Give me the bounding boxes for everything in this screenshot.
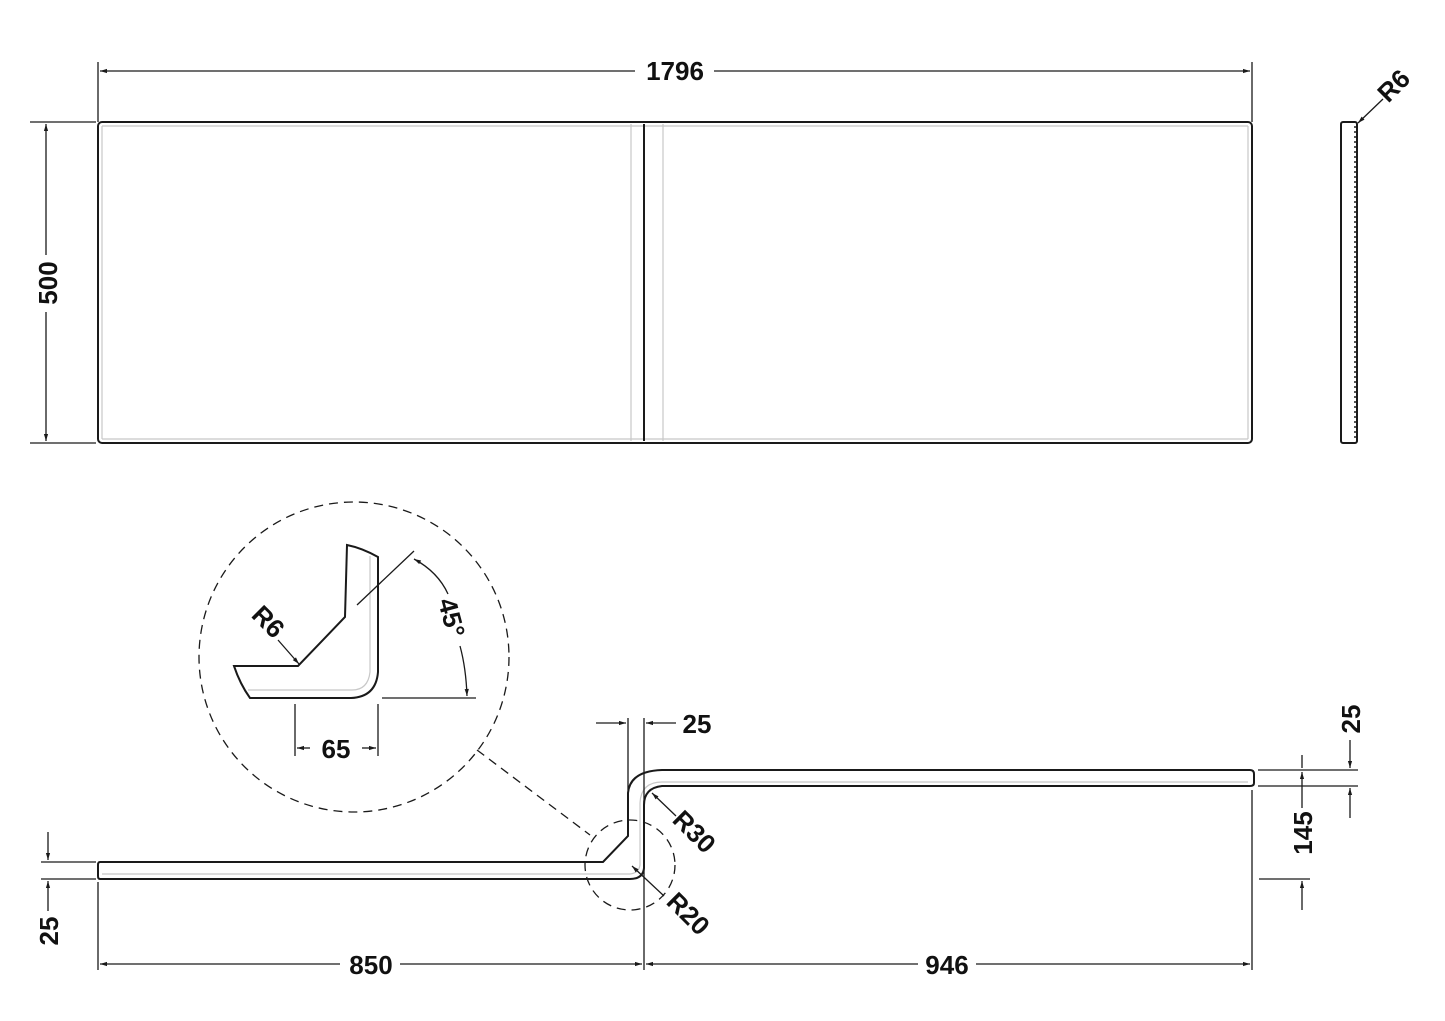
leader-r6-detail	[277, 639, 300, 665]
panel-side-outline	[1340, 121, 1358, 444]
angle-arc-upper	[413, 558, 449, 595]
detail-view: 45° R6 65	[198, 501, 591, 836]
panel-front-outline	[97, 121, 1253, 444]
dimension-label-detail-radius: R6	[246, 599, 291, 644]
angle-reference-line	[356, 550, 415, 606]
detail-callout-circle	[584, 819, 676, 911]
dimension-label-inner-radius: R20	[661, 886, 716, 941]
detail-profile	[232, 543, 379, 699]
side-view: R6	[1340, 63, 1416, 444]
detail-profile-inner	[248, 556, 371, 691]
dimension-label-return-thickness: 25	[683, 709, 712, 739]
dimension-label-side-radius: R6	[1371, 63, 1416, 108]
detail-circle	[198, 501, 510, 813]
dimension-label-left-thickness: 25	[34, 917, 64, 946]
detail-leader	[476, 749, 591, 836]
dimension-label-overall-width: 1796	[646, 56, 704, 86]
dimension-label-left-length: 850	[349, 950, 392, 980]
dimension-label-right-length: 946	[925, 950, 968, 980]
leader-r20	[631, 865, 665, 897]
leader-r30	[651, 792, 677, 817]
dimension-label-offset: 145	[1288, 811, 1318, 854]
dimension-label-detail-width: 65	[322, 734, 351, 764]
dimension-label-outer-radius: R30	[667, 804, 722, 859]
angle-arc-lower	[459, 645, 469, 697]
plan-view: 25 R30 R20 25 145 25 850 946	[34, 705, 1366, 980]
front-view: 1796 500	[30, 56, 1253, 444]
leader-r6-side	[1357, 98, 1384, 124]
plan-profile	[97, 769, 1255, 880]
plan-profile-inner	[102, 781, 1248, 875]
dimension-label-height: 500	[33, 261, 63, 304]
dimension-label-angle: 45°	[432, 595, 471, 641]
dimension-label-right-thickness: 25	[1336, 705, 1366, 734]
